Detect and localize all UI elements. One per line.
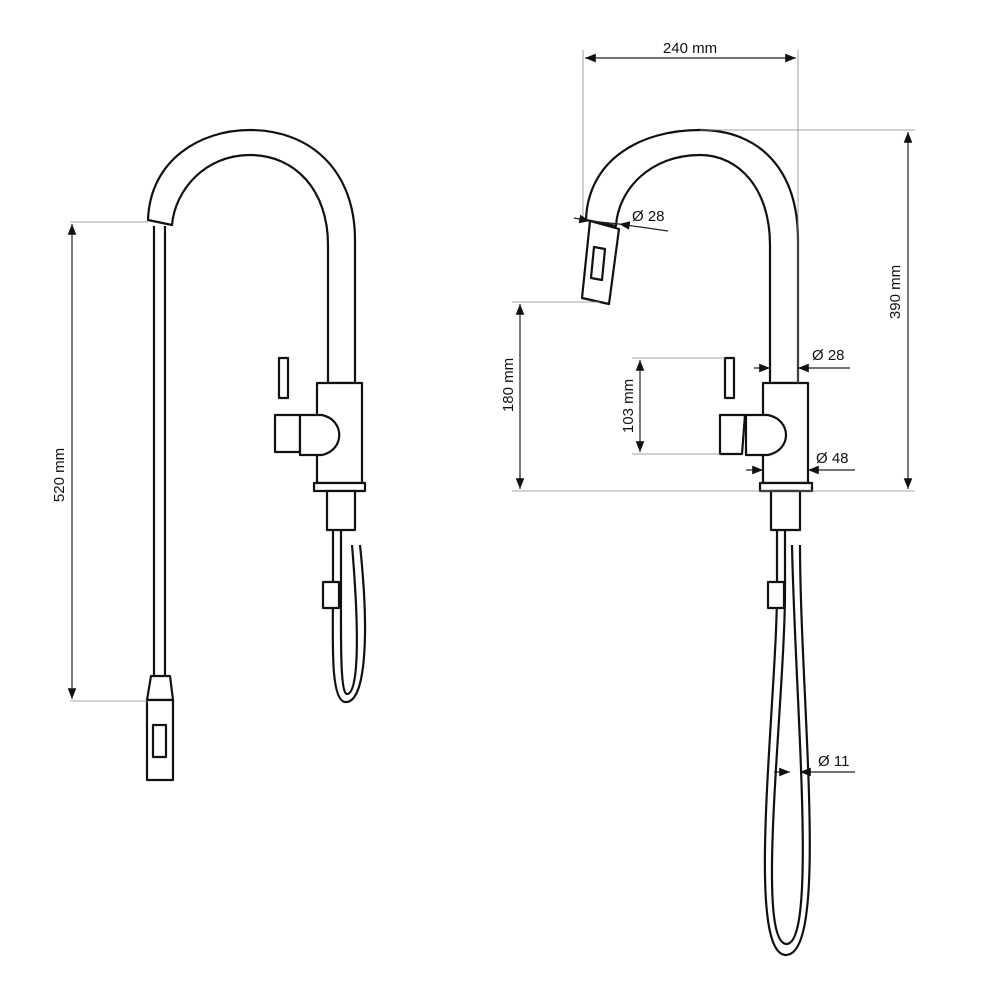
left-hose-loop [331, 530, 367, 704]
right-faucet-view: 240 mm 390 mm 180 mm 103 mm Ø 28 Ø 28 Ø … [500, 40, 915, 957]
left-shank [325, 489, 357, 532]
left-handle-lever [277, 356, 290, 400]
right-hose-loop [763, 530, 811, 957]
width-label: 240 mm [663, 40, 717, 57]
left-height-label: 520 mm [51, 448, 68, 502]
left-handle-block [273, 413, 302, 454]
right-spout-arc [584, 128, 800, 385]
right-shank [769, 489, 802, 532]
height-label: 390 mm [887, 265, 904, 319]
left-spray-button [151, 723, 168, 759]
spout-diameter-label: Ø 28 [632, 208, 665, 225]
right-handle-block [718, 413, 747, 456]
right-handle-lever [723, 356, 736, 400]
left-spout-arc [146, 128, 357, 385]
left-hose-connector [321, 580, 341, 610]
left-handle-cam [298, 413, 341, 457]
right-base-ring [758, 481, 814, 493]
left-pullout-hose [152, 226, 167, 676]
right-handle-cam [744, 413, 787, 457]
left-spray-head-body [145, 698, 175, 782]
handle-height-label: 103 mm [620, 379, 637, 433]
body-diameter-label: Ø 48 [816, 450, 849, 467]
left-base-ring [312, 481, 367, 493]
right-spray-button [589, 245, 607, 282]
hose-diameter-label: Ø 11 [818, 753, 849, 770]
left-faucet-view: 520 mm [51, 128, 367, 782]
left-spray-head [145, 674, 175, 702]
spout-height-label: 180 mm [500, 358, 517, 412]
right-hose-connector [766, 580, 786, 610]
arm-diameter-label: Ø 28 [812, 347, 845, 364]
